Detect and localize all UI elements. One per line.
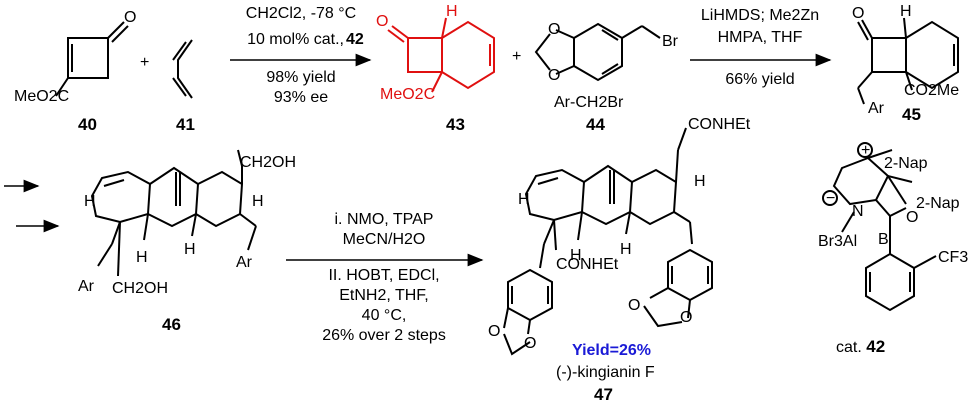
compound-43-structure xyxy=(387,17,495,93)
step3-line4: EtNH2, THF, xyxy=(339,287,429,304)
compound-40-structure xyxy=(55,21,129,97)
h-atom-46a: H xyxy=(84,193,96,210)
h-atom-46d: H xyxy=(252,193,264,210)
step2-yield: 66% yield xyxy=(725,71,795,88)
h-atom-43: H xyxy=(446,3,458,20)
ar-label-45: Ar xyxy=(868,100,884,117)
compound-46-structure xyxy=(90,149,257,277)
ch2oh-label-bot: CH2OH xyxy=(112,280,169,297)
conhet-label-bot: CONHEt xyxy=(556,256,619,273)
compound-number-41: 41 xyxy=(176,115,195,134)
compound-number-43: 43 xyxy=(446,115,465,134)
minus-charge: − xyxy=(826,190,835,207)
o-atom-42: O xyxy=(906,209,918,226)
plus-sign-1: + xyxy=(140,54,150,71)
o-atom-40: O xyxy=(124,9,136,26)
plus-sign-2: + xyxy=(512,48,522,65)
step3-line5: 40 °C, xyxy=(361,307,407,324)
compound-41-structure xyxy=(172,39,193,99)
step1-catalyst: 10 mol% cat., xyxy=(247,31,344,48)
h-atom-47b: H xyxy=(570,247,582,264)
ar-label-46b: Ar xyxy=(236,254,252,271)
compound-number-46: 46 xyxy=(162,315,181,334)
n-atom-42: N xyxy=(852,203,864,220)
step3-line2: MeCN/H2O xyxy=(342,231,426,248)
h-atom-47c: H xyxy=(620,241,632,258)
o-atom-47c: O xyxy=(628,297,640,314)
h-atom-46b: H xyxy=(136,249,148,266)
meo2c-label-43: MeO2C xyxy=(380,86,436,103)
o-atom-44a: O xyxy=(548,21,560,38)
step1-catalyst-number: 42 xyxy=(346,31,364,48)
step1-ee: 93% ee xyxy=(273,89,329,106)
br3al-label: Br3Al xyxy=(818,233,857,250)
b-atom-42: B xyxy=(878,231,889,248)
product-name: (-)-kingianin F xyxy=(556,364,655,381)
compound-number-44: 44 xyxy=(586,115,605,134)
step2-solvent: HMPA, THF xyxy=(717,29,803,46)
compound-number-40: 40 xyxy=(78,115,97,134)
nap-1: 2-Nap xyxy=(884,155,928,172)
catalyst-42-structure xyxy=(822,142,937,312)
o-atom-45: O xyxy=(852,5,864,22)
br-atom-44: Br xyxy=(662,33,679,50)
ar-label-46a: Ar xyxy=(78,278,94,295)
catalyst-caption-prefix: cat. xyxy=(836,339,862,356)
step3-line1: i. NMO, TPAP xyxy=(334,211,434,228)
nap-2: 2-Nap xyxy=(916,195,960,212)
step1-reagents: CH2Cl2, -78 °C xyxy=(245,5,357,22)
o-atom-47d: O xyxy=(680,309,692,326)
o-atom-44b: O xyxy=(548,67,560,84)
compound-45-structure xyxy=(857,17,959,105)
compound-47-structure xyxy=(503,127,713,356)
catalyst-caption-number: 42 xyxy=(866,337,886,356)
o-atom-47a: O xyxy=(488,323,500,340)
co2me-label-45: CO2Me xyxy=(904,82,960,99)
step2-reagents: LiHMDS; Me2Zn xyxy=(700,7,820,24)
compound-44-structure xyxy=(534,22,661,82)
yield-label: Yield=26% xyxy=(572,342,652,359)
h-atom-47a: H xyxy=(518,191,530,208)
conhet-label-top: CONHEt xyxy=(688,116,751,133)
catalyst-caption: cat. 42 xyxy=(836,338,885,357)
o-atom-43: O xyxy=(376,13,388,30)
step3-line3: II. HOBT, EDCl, xyxy=(328,267,440,284)
h-atom-47d: H xyxy=(694,173,706,190)
step3-line6: 26% over 2 steps xyxy=(322,327,446,344)
h-atom-45: H xyxy=(900,3,912,20)
step1-yield: 98% yield xyxy=(266,69,336,86)
ar-ch2br-label: Ar-CH2Br xyxy=(554,94,624,111)
plus-charge: + xyxy=(861,142,870,159)
cf3-label: CF3 xyxy=(938,249,968,266)
meo2c-label-40: MeO2C xyxy=(14,88,70,105)
compound-number-47: 47 xyxy=(594,385,613,404)
h-atom-46c: H xyxy=(184,241,196,258)
ch2oh-label-top: CH2OH xyxy=(240,154,297,171)
compound-number-45: 45 xyxy=(902,105,921,124)
o-atom-47b: O xyxy=(524,335,536,352)
